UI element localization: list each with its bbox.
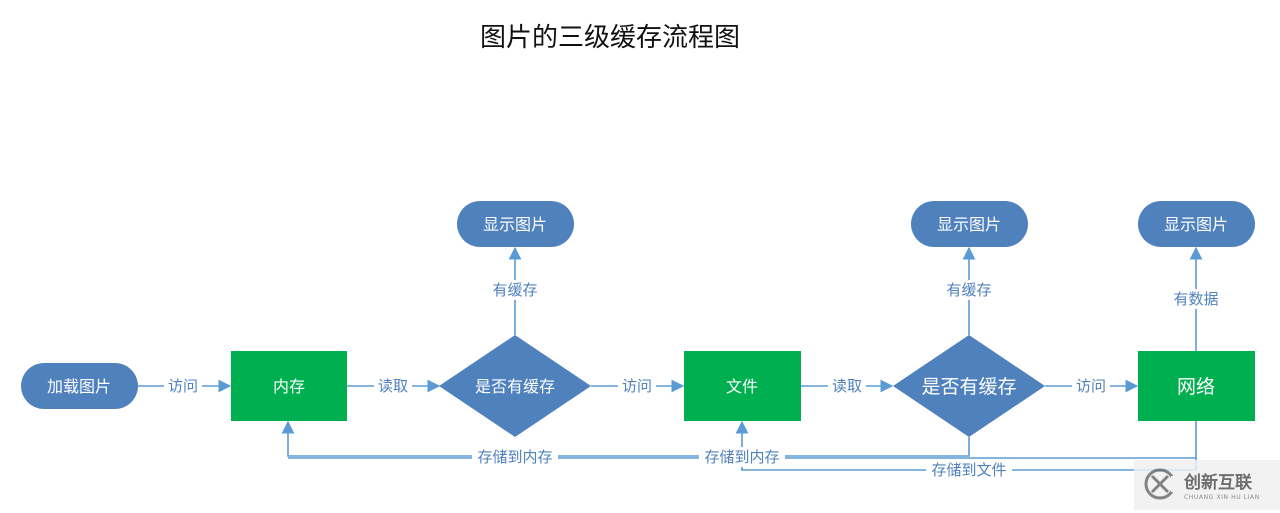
node-show-image-3: 显示图片 — [1138, 201, 1255, 247]
edge-label-store-to-memory-1: 存储到内存 — [477, 448, 552, 466]
edge-labels: 访问 读取 有缓存 访问 读取 有缓存 访问 有数据 存储到内存 存储到内存 存… — [164, 280, 1223, 480]
node-decision-2-label: 是否有缓存 — [921, 376, 1016, 398]
watermark-name: 创新互联 — [1183, 472, 1252, 493]
edge-label-access-1: 访问 — [168, 377, 198, 395]
node-load-image: 加载图片 — [21, 363, 138, 409]
watermark-sub: CHUANG XIN HU LIAN — [1184, 494, 1260, 501]
node-file: 文件 — [684, 351, 801, 421]
node-load-image-label: 加载图片 — [47, 377, 111, 396]
node-show-image-1-label: 显示图片 — [483, 215, 547, 234]
node-decision-2: 是否有缓存 — [893, 335, 1045, 437]
watermark: 创新互联 CHUANG XIN HU LIAN — [1134, 460, 1280, 510]
edge-label-read-2: 读取 — [832, 377, 862, 395]
edge-label-has-cache-2: 有缓存 — [946, 281, 991, 299]
node-decision-1: 是否有缓存 — [439, 335, 591, 437]
node-show-image-1: 显示图片 — [457, 201, 574, 247]
edge-label-store-to-file: 存储到文件 — [931, 461, 1006, 479]
edge-decision-2-store-to-memory — [281, 420, 970, 457]
node-file-label: 文件 — [726, 377, 758, 396]
node-network: 网络 — [1138, 351, 1255, 421]
chuangxin-logo-icon — [1144, 468, 1177, 500]
node-memory-label: 内存 — [273, 377, 305, 396]
node-show-image-3-label: 显示图片 — [1164, 215, 1228, 234]
node-network-label: 网络 — [1177, 376, 1215, 398]
edge-label-access-3: 访问 — [1076, 377, 1106, 395]
nodes: 加载图片 内存 是否有缓存 显示图片 文件 是否有缓存 — [21, 201, 1255, 437]
edge-label-store-to-memory-2: 存储到内存 — [704, 448, 779, 466]
node-show-image-2: 显示图片 — [911, 201, 1028, 247]
node-decision-1-label: 是否有缓存 — [475, 377, 555, 396]
node-show-image-2-label: 显示图片 — [937, 215, 1001, 234]
node-memory: 内存 — [231, 351, 347, 421]
edge-label-has-data: 有数据 — [1173, 290, 1218, 308]
edge-label-access-2: 访问 — [622, 377, 652, 395]
edge-label-read-1: 读取 — [378, 377, 408, 395]
edge-label-has-cache-1: 有缓存 — [492, 281, 537, 299]
page-title: 图片的三级缓存流程图 — [480, 23, 740, 53]
